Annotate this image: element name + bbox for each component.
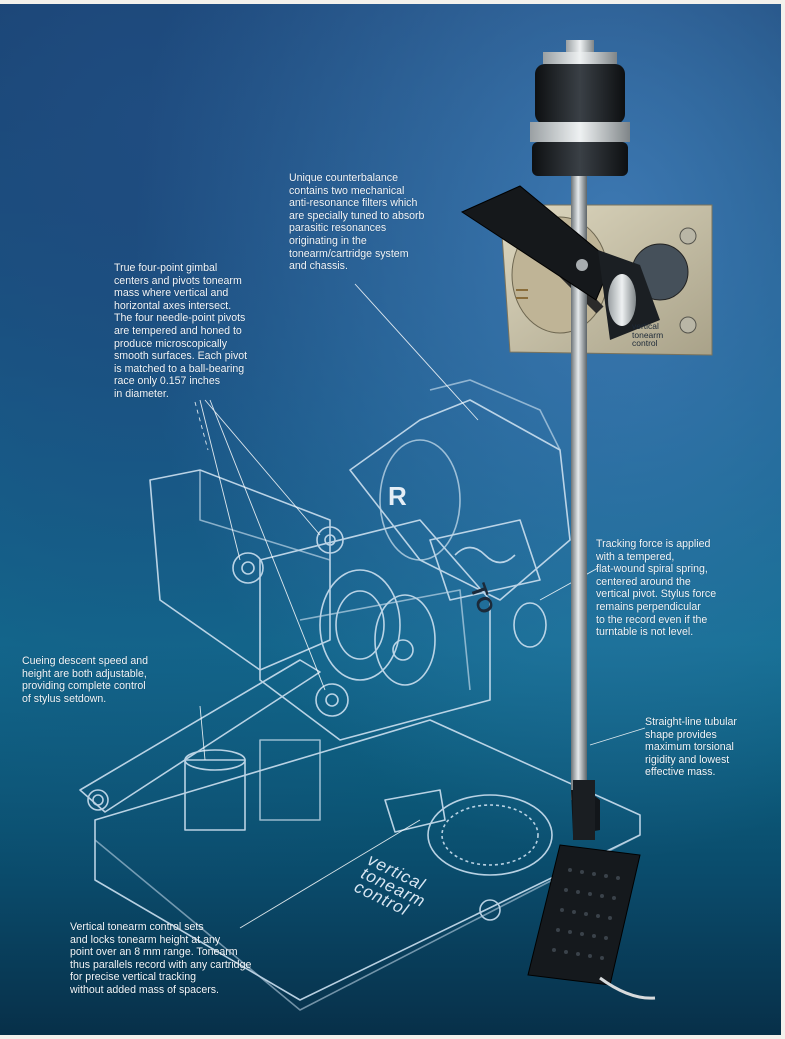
yoke-outline: [259, 519, 491, 741]
leader-vtc: [239, 819, 421, 929]
gimbal-block-left-edge: [199, 470, 331, 561]
housing-outline: [349, 399, 571, 601]
cueing-caption: Cueing descent speed and height are both…: [22, 655, 149, 705]
plate-label: vertical tonearm control: [632, 321, 664, 348]
leader-gimbal-1: [199, 399, 241, 561]
pivot-cylinder-inner: [335, 590, 385, 660]
scan-border-bottom: [0, 1035, 785, 1039]
pivot-screw-front: [392, 639, 414, 661]
lift-arm-ring: [87, 789, 109, 811]
leader-tube: [589, 727, 646, 746]
spiral-spring: [454, 546, 516, 564]
pivot-screw-top: [316, 526, 344, 554]
wireframe-assembly: [79, 379, 641, 1011]
pivot-cylinder-front: [374, 594, 436, 686]
counterweight: [530, 40, 630, 176]
pivot-screw-bottom: [315, 683, 349, 717]
leader-cueing: [199, 705, 206, 761]
scan-border-top: [0, 0, 785, 4]
vertical-control-caption: Vertical tonearm control sets and locks …: [70, 921, 252, 996]
leader-gimbal-3: [209, 399, 326, 691]
housing-mark-r: R: [388, 481, 407, 511]
vtc-dial: [427, 794, 553, 876]
leader-lines: [194, 283, 646, 929]
vtc-screw: [479, 899, 501, 921]
housing-ring: [379, 439, 461, 561]
vtc-lever: [384, 789, 446, 833]
leader-counterbalance: [354, 283, 479, 421]
cue-lever: [460, 185, 660, 340]
cue-pillar: [184, 759, 246, 831]
spring-block: [429, 519, 541, 601]
leader-gimbal-4: [194, 401, 209, 451]
cue-pillar-top: [184, 749, 246, 771]
tracking-force-caption: Tracking force is applied with a tempere…: [596, 538, 717, 639]
lift-arm-ring-inner: [92, 794, 104, 806]
counterbalance-caption: Unique counterbalance contains two mecha…: [289, 172, 425, 273]
scan-border-right: [781, 0, 785, 1039]
pivot-screw-left-core: [241, 561, 255, 575]
headshell-grille: [552, 868, 620, 960]
headshell: [527, 844, 656, 1000]
tonearm-lower: [571, 780, 600, 840]
tube-caption: Straight-line tubular shape provides max…: [645, 716, 737, 779]
finger-lift: [599, 976, 656, 1000]
gimbal-caption: True four-point gimbal centers and pivot…: [114, 262, 248, 400]
pivot-screw-top-core: [324, 534, 336, 546]
spring-knob: [513, 602, 547, 648]
vtc-dial-knurl: [441, 804, 539, 866]
leader-tracking: [539, 567, 599, 601]
yoke-inner: [299, 589, 471, 691]
base-plate-edge: [94, 834, 641, 1011]
pivot-screw-bottom-core: [325, 693, 339, 707]
leader-gimbal-2: [204, 399, 321, 536]
pivot-cylinder-outer: [319, 569, 401, 681]
gimbal-block-left: [149, 469, 331, 671]
tonearm-tube: [571, 150, 587, 800]
cue-housing: [259, 739, 321, 821]
pivot-screw-left: [232, 552, 264, 584]
housing-top: [429, 379, 561, 451]
